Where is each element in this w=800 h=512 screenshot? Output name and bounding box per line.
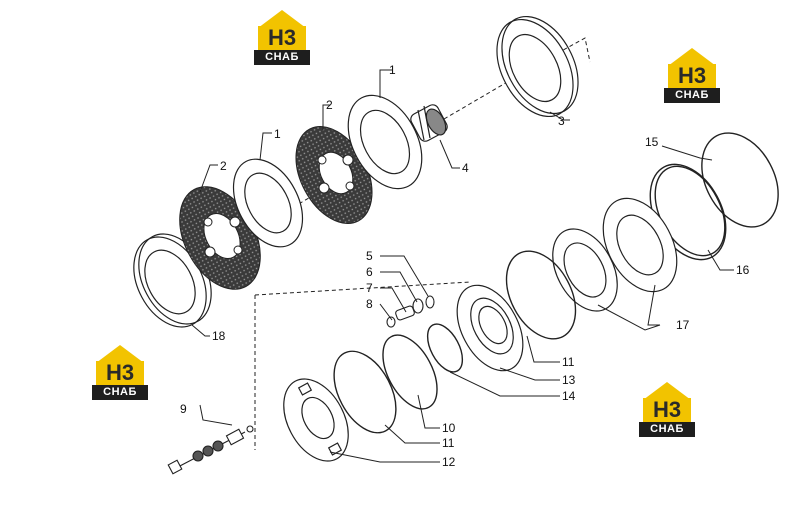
callout-6: 6 bbox=[366, 265, 373, 279]
watermark-logo: H3 СНАБ bbox=[660, 48, 726, 108]
part-12-housing bbox=[283, 378, 349, 462]
parts-5-8-valve bbox=[386, 295, 435, 328]
callout-12: 12 bbox=[442, 455, 456, 469]
callout-labels: 1 2 1 2 3 4 5 6 7 8 9 10 11 12 11 13 14 … bbox=[180, 63, 750, 469]
part-15-snap-ring bbox=[701, 132, 779, 228]
callout-7: 7 bbox=[366, 281, 373, 295]
callout-9: 9 bbox=[180, 402, 187, 416]
callout-10: 10 bbox=[442, 421, 456, 435]
part-9-valve-assembly bbox=[167, 425, 254, 475]
part-2-friction-disc-upper bbox=[295, 126, 373, 224]
callout-16: 16 bbox=[736, 263, 750, 277]
callout-4: 4 bbox=[462, 161, 469, 175]
part-14-o-ring bbox=[426, 323, 464, 373]
watermark-logo: H3 СНАБ bbox=[88, 345, 154, 405]
logo-roof-icon bbox=[643, 382, 691, 400]
callout-13: 13 bbox=[562, 373, 576, 387]
part-1-steel-plate bbox=[232, 158, 304, 248]
part-2-friction-disc bbox=[179, 186, 261, 290]
part-10-o-ring bbox=[382, 334, 438, 410]
callout-17: 17 bbox=[676, 318, 690, 332]
callout-8: 8 bbox=[366, 297, 373, 311]
logo-roof-icon bbox=[258, 10, 306, 28]
callout-1: 1 bbox=[389, 63, 396, 77]
callout-3: 3 bbox=[558, 114, 565, 128]
callout-14: 14 bbox=[562, 389, 576, 403]
callout-2: 2 bbox=[326, 98, 333, 112]
callout-11: 11 bbox=[562, 355, 575, 369]
callout-18: 18 bbox=[212, 329, 226, 343]
part-11-o-ring-lower bbox=[333, 350, 397, 434]
logo-roof-icon bbox=[668, 48, 716, 66]
callout-2-lower: 2 bbox=[220, 159, 227, 173]
leader-lines bbox=[191, 69, 734, 463]
watermark-logo: H3 СНАБ bbox=[250, 10, 316, 70]
part-4-needle-bearing bbox=[410, 104, 448, 142]
logo-roof-icon bbox=[96, 345, 144, 363]
part-13-piston bbox=[456, 284, 524, 372]
watermark-logo: H3 СНАБ bbox=[635, 382, 701, 442]
callout-5: 5 bbox=[366, 249, 373, 263]
part-3-tabbed-plate bbox=[496, 15, 579, 118]
part-17-washers bbox=[552, 197, 678, 312]
part-11-o-ring bbox=[505, 250, 577, 340]
callout-15: 15 bbox=[645, 135, 659, 149]
callout-11-lower: 11 bbox=[442, 436, 455, 450]
part-1-steel-plate-upper bbox=[347, 94, 423, 190]
callout-1-lower: 1 bbox=[274, 127, 281, 141]
part-18-outer-plate bbox=[133, 233, 212, 328]
